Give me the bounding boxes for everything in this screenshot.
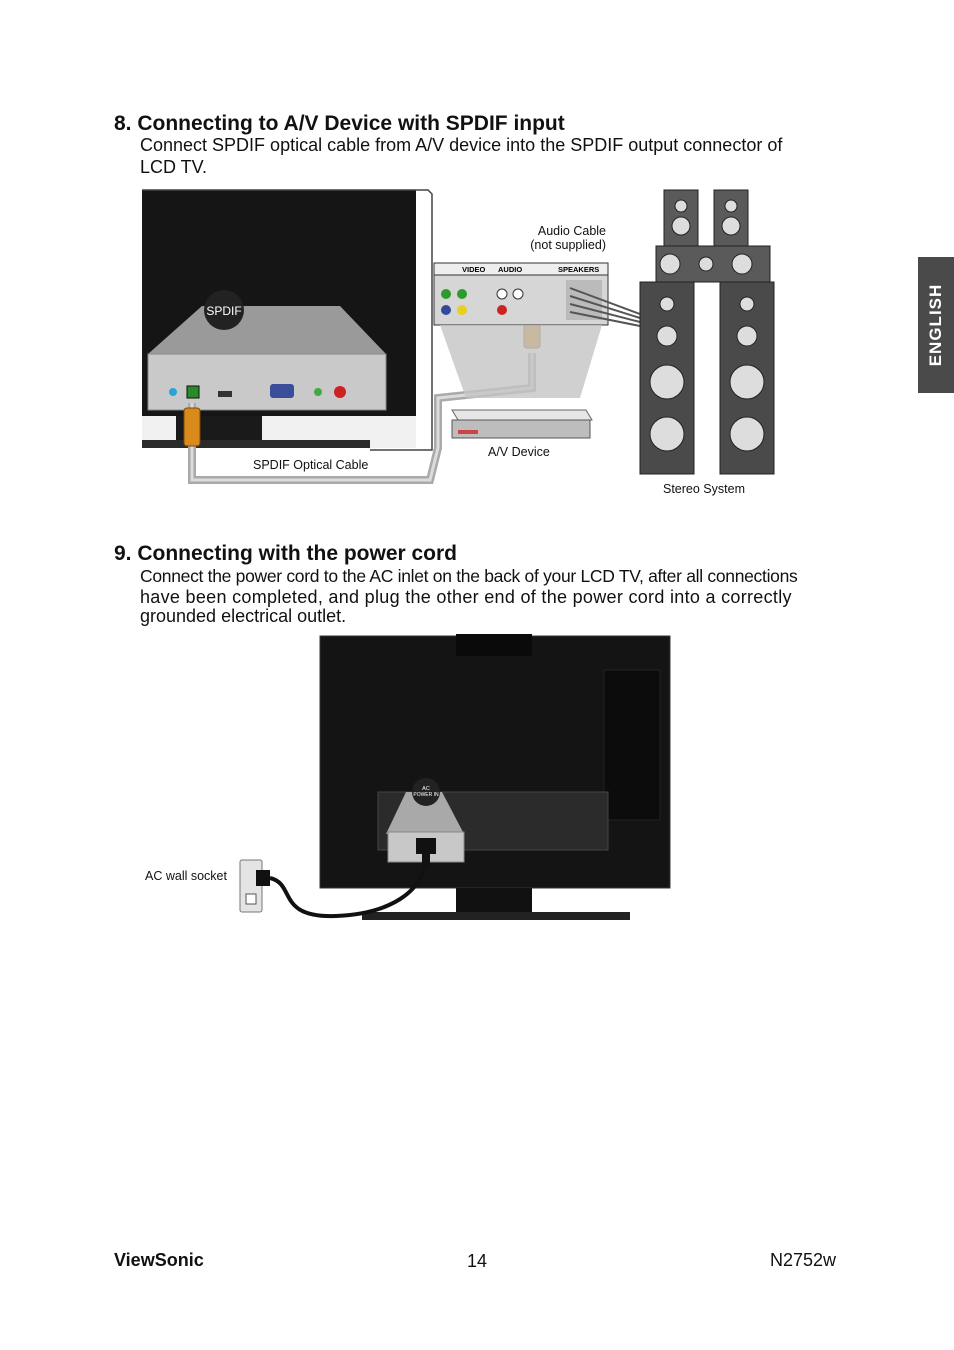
ac-zoom-panel [386, 792, 464, 834]
vga-port-icon [270, 384, 294, 398]
wall-socket-caption: AC wall socket [145, 869, 227, 883]
av-device-front [451, 419, 591, 439]
spdif-port-icon [186, 385, 200, 399]
footer-brand: ViewSonic [114, 1250, 204, 1270]
wall-plug-icon [256, 870, 270, 886]
language-tab: ENGLISH [918, 257, 954, 393]
tv-connector-strip [147, 353, 387, 411]
section-9-heading: 9. Connecting with the power cord [114, 542, 458, 565]
section-9-body-line3: grounded electrical outlet. [140, 606, 347, 626]
tv-stand-base [142, 440, 370, 448]
language-tab-label: ENGLISH [926, 283, 945, 367]
footer-model: N2752w [770, 1250, 837, 1270]
optical-cable-caption: SPDIF Optical Cable [253, 458, 369, 472]
power-cord [269, 853, 428, 919]
av-device-caption: A/V Device [488, 445, 550, 459]
spdif-badge-label: SPDIF [206, 304, 241, 318]
panel-header-video: VIDEO [462, 265, 486, 274]
panel-header-speakers: SPEAKERS [558, 265, 599, 274]
ac-inlet-icon [416, 838, 436, 854]
section-9-body-line2: have been completed, and plug the other … [140, 587, 792, 607]
spdif-connection-figure: SPDIF VIDEO AUDIO SPEAKERS [142, 189, 775, 484]
ac-power-badge [412, 778, 440, 806]
ac-badge-line2: POWER IN [413, 792, 439, 798]
pc-audio-jack-icon [314, 388, 322, 396]
power-cord-figure: AC POWER IN [239, 634, 671, 920]
panel-header-audio: AUDIO [498, 265, 522, 274]
tv-stand-neck-2 [456, 888, 532, 912]
ac-badge-line1: AC [422, 786, 430, 792]
optical-plug-tv [183, 407, 201, 447]
section-8-body-line1: Connect SPDIF optical cable from A/V dev… [140, 135, 783, 155]
tv-stand-base-2 [362, 912, 630, 920]
audio-cable-caption-line1: Audio Cable [537, 224, 606, 238]
spdif-badge [204, 290, 244, 330]
rca-jack-icon [334, 386, 346, 398]
stereo-system-caption: Stereo System [663, 482, 745, 496]
hdmi-port-icon [218, 391, 232, 397]
audio-jack-icon [169, 388, 177, 396]
section-8-heading: 8. Connecting to A/V Device with SPDIF i… [114, 112, 565, 135]
section-8-body-line2: LCD TV. [140, 157, 208, 177]
footer-page-number: 14 [467, 1251, 488, 1271]
section-9-body-line1: Connect the power cord to the AC inlet o… [140, 566, 798, 586]
av-device-top [451, 409, 593, 421]
audio-cable-caption-line2: (not supplied) [530, 238, 606, 252]
